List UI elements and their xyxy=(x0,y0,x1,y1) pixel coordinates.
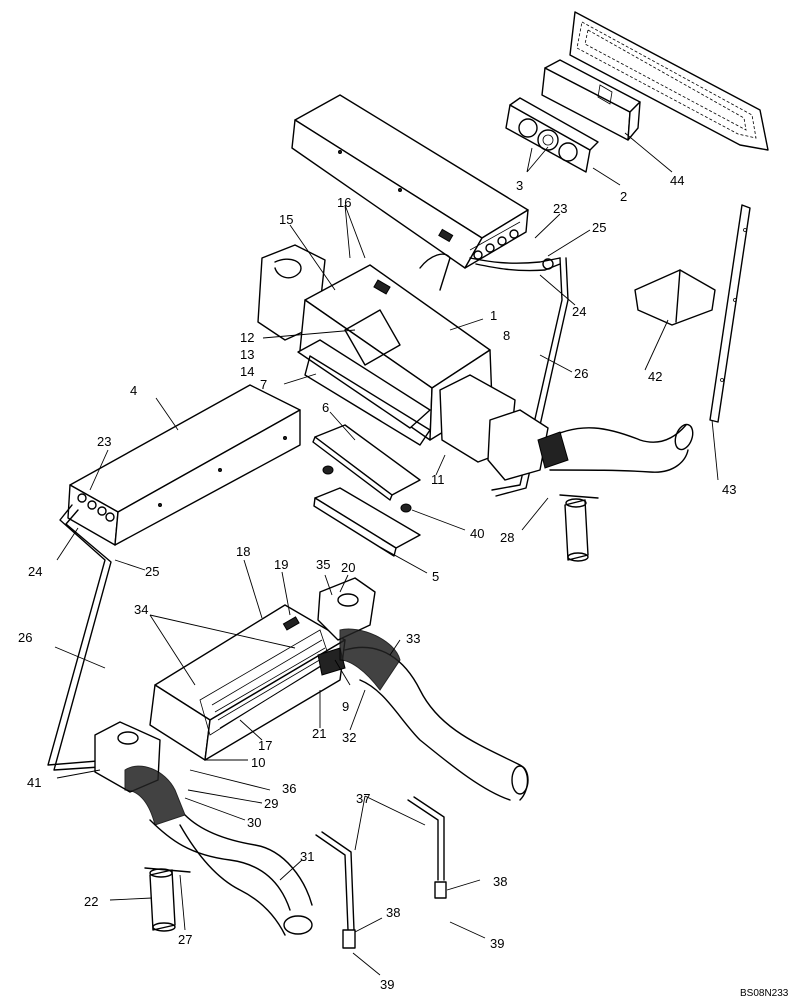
callout-42: 42 xyxy=(648,369,662,384)
callout-22: 22 xyxy=(84,894,98,909)
callout-9: 9 xyxy=(342,699,349,714)
upper-refrigerant-lines xyxy=(469,257,569,497)
receiver-drier-lower xyxy=(144,867,191,932)
callout-4: 4 xyxy=(130,383,137,398)
callout-1: 1 xyxy=(490,308,497,323)
callout-8: 8 xyxy=(503,328,510,343)
callout-43: 43 xyxy=(722,482,736,497)
middle-blower-assembly xyxy=(257,244,694,481)
filter-panels xyxy=(312,424,421,557)
callout-23-left: 23 xyxy=(97,434,111,449)
callout-11: 11 xyxy=(431,472,445,487)
callout-39-right: 39 xyxy=(490,936,504,951)
callout-18: 18 xyxy=(236,544,250,559)
callout-17: 17 xyxy=(258,738,272,753)
callout-36: 36 xyxy=(282,781,296,796)
vent-bezel xyxy=(505,97,599,173)
callout-19: 19 xyxy=(274,557,288,572)
callout-13: 13 xyxy=(240,347,254,362)
callout-16: 16 xyxy=(337,195,351,210)
callout-3: 3 xyxy=(516,178,523,193)
duct-cover xyxy=(634,269,716,326)
trim-strip xyxy=(709,204,751,423)
callout-26-upper: 26 xyxy=(574,366,588,381)
callout-33: 33 xyxy=(406,631,420,646)
drain-tubes xyxy=(315,796,447,949)
callout-labels: 1 2 3 4 5 6 7 8 9 10 11 12 13 14 15 16 1… xyxy=(18,173,736,992)
callout-24-upper: 24 xyxy=(572,304,586,319)
callout-25-left: 25 xyxy=(145,564,159,579)
callout-15: 15 xyxy=(279,212,293,227)
callout-21: 21 xyxy=(312,726,326,741)
callout-23-upper: 23 xyxy=(553,201,567,216)
callout-32: 32 xyxy=(342,730,356,745)
callout-5: 5 xyxy=(432,569,439,584)
callout-2: 2 xyxy=(620,189,627,204)
receiver-drier-upper xyxy=(559,494,599,562)
callout-12: 12 xyxy=(240,330,254,345)
callout-38-right: 38 xyxy=(493,874,507,889)
blower-housing xyxy=(541,59,641,141)
callout-27: 27 xyxy=(178,932,192,947)
leader-lines xyxy=(54,132,719,976)
callout-40: 40 xyxy=(470,526,484,541)
callout-20: 20 xyxy=(341,560,355,575)
callout-7: 7 xyxy=(260,377,267,392)
callout-31: 31 xyxy=(300,849,314,864)
callout-25-upper: 25 xyxy=(592,220,606,235)
upper-evaporator-box xyxy=(291,94,529,269)
callout-34: 34 xyxy=(134,602,148,617)
drawing-code: BS08N233 xyxy=(740,988,789,999)
left-condenser-box xyxy=(67,384,301,546)
callout-26-left: 26 xyxy=(18,630,32,645)
callout-6: 6 xyxy=(322,400,329,415)
callout-29: 29 xyxy=(264,796,278,811)
left-refrigerant-lines xyxy=(47,504,116,771)
callout-41: 41 xyxy=(27,775,41,790)
callout-44: 44 xyxy=(670,173,684,188)
callout-14: 14 xyxy=(240,364,254,379)
lower-heater-assembly xyxy=(94,577,529,936)
callout-24-left: 24 xyxy=(28,564,42,579)
callout-35: 35 xyxy=(316,557,330,572)
gasket-frame xyxy=(569,11,769,151)
callout-38-left: 38 xyxy=(386,905,400,920)
callout-37: 37 xyxy=(356,791,370,806)
callout-28: 28 xyxy=(500,530,514,545)
callout-39-left: 39 xyxy=(380,977,394,992)
callout-30: 30 xyxy=(247,815,261,830)
callout-10: 10 xyxy=(251,755,265,770)
